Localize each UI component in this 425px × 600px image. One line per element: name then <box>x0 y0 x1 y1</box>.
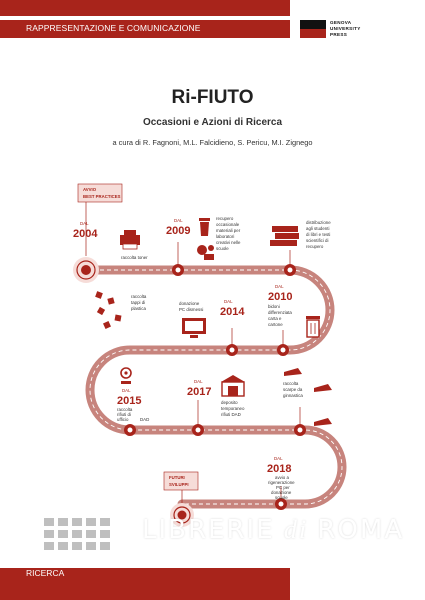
svg-text:DAL: DAL <box>80 221 89 226</box>
recycling-bin-icon <box>199 218 210 236</box>
milestone-text-2009-1: recupero <box>216 216 234 221</box>
svg-text:DAL: DAL <box>194 379 203 384</box>
milestone-text-2010-2: differenziata <box>268 310 292 315</box>
milestone-text-books-2: agli studenti <box>306 226 329 231</box>
milestone-text-2009-6: scuole <box>216 246 229 251</box>
year-2010: 2010 <box>268 291 292 303</box>
computer-icon <box>182 318 206 338</box>
collana-label: RICERCA <box>26 568 65 578</box>
year-2018: 2018 <box>267 463 291 475</box>
milestone-text-2017-1: deposito <box>221 400 238 405</box>
milestone-text-books-5: recupero <box>306 244 324 249</box>
start-tag: AVVIO BEST PRACTICES <box>77 183 123 256</box>
start-tag-line-2: BEST PRACTICES <box>83 194 121 199</box>
milestone-text-2010-4: cartone <box>268 322 283 327</box>
timeline-infographic: AVVIO BEST PRACTICES DAL 2004 raccolta t… <box>73 183 347 527</box>
watermark-word-2: di <box>283 515 309 544</box>
milestone-text-2014-2: PC dismessi <box>179 307 203 312</box>
year-2009: 2009 <box>166 225 190 237</box>
milestone-text-2015-4: DAD <box>140 417 149 422</box>
sneaker-icon <box>284 368 332 426</box>
watermark-word-3: ROMA <box>317 515 405 545</box>
top-color-band <box>0 0 290 16</box>
milestone-text-2009-4: laboratori <box>216 234 234 239</box>
book-editors: a cura di R. Fagnoni, M.L. Falcidieno, S… <box>112 138 313 147</box>
milestone-text-shoes-1: raccolta <box>283 381 299 386</box>
start-tag-line-1: AVVIO <box>83 187 97 192</box>
svg-text:DAL: DAL <box>174 218 183 223</box>
crafts-icon <box>197 245 214 260</box>
milestone-text-books-4: scientifici di <box>306 238 328 243</box>
book-title: Ri-FIUTO <box>171 87 254 108</box>
milestone-text-2017-2: temporaneo <box>221 406 245 411</box>
milestone-text-caps-2: tappi di <box>131 300 145 305</box>
waste-bin-icon <box>306 316 320 338</box>
svg-text:DAL: DAL <box>274 456 283 461</box>
year-2014: 2014 <box>220 306 245 318</box>
milestone-text-2018-5: scuole <box>275 495 288 500</box>
publisher-name: GENOVA UNIVERSITY PRESS <box>330 20 390 38</box>
end-tag-line-1: FUTURI <box>169 475 185 480</box>
milestone-text-2018-1: avvio a <box>275 475 289 480</box>
milestone-text-books-1: distribuzione <box>306 220 331 225</box>
svg-text:DAL: DAL <box>122 388 131 393</box>
bottom-color-band: RICERCA <box>0 568 290 600</box>
milestone-text-2015-3: ufficio <box>117 417 129 422</box>
milestone-text-2014-1: donazione <box>179 301 200 306</box>
milestone-text-2018-3: PC per <box>276 485 290 490</box>
milestone-text-2009-2: occasionale <box>216 222 240 227</box>
series-band: RAPPRESENTAZIONE E COMUNICAZIONE <box>0 20 290 38</box>
watermark-word-1: LIBRERIE <box>142 515 275 545</box>
warehouse-icon <box>221 375 245 397</box>
milestone-text-caps-1: raccolta <box>131 294 147 299</box>
milestone-text-2009-5: creativi nelle <box>216 240 241 245</box>
typewriter-icon <box>34 488 126 562</box>
milestone-2014: donazione PC dismessi DAL 2014 <box>179 299 245 356</box>
milestone-text-shoes-3: ginnastica <box>283 393 303 398</box>
milestone-text-2010-3: carta e <box>268 316 282 321</box>
milestone-text-2015-2: rifiuti di <box>117 412 131 417</box>
svg-text:DAL: DAL <box>224 299 233 304</box>
publisher-line-1: GENOVA <box>330 20 352 25</box>
book-subtitle: Occasioni e Azioni di Ricerca <box>142 117 283 128</box>
milestone-2015: DAL 2015 raccolta rifiuti di ufficio DAD <box>117 367 149 436</box>
end-marker: FUTURI SVILUPPI <box>163 471 199 527</box>
year-2004: 2004 <box>73 228 98 240</box>
year-2015: 2015 <box>117 395 141 407</box>
milestone-text-shoes-2: scarpe da <box>283 387 303 392</box>
milestone-2004: DAL 2004 raccolta toner <box>73 221 148 283</box>
publisher-line-3: PRESS <box>330 32 348 37</box>
svg-text:DAL: DAL <box>275 284 284 289</box>
timeline-road <box>81 265 347 509</box>
publisher-line-2: UNIVERSITY <box>330 26 361 31</box>
publisher-mark-icon <box>300 20 326 38</box>
milestone-text-caps-3: plastica <box>131 306 146 311</box>
year-2017: 2017 <box>187 386 211 398</box>
milestone-2017: DAL 2017 deposito temporaneo rifiuti DAD <box>187 375 245 436</box>
books-icon <box>270 226 299 246</box>
milestone-text-2010-1: bidoni <box>268 304 280 309</box>
milestone-text-2015-1: raccolta <box>117 407 133 412</box>
milestone-2009: DAL 2009 recupero occasionale materiali … <box>166 216 241 276</box>
bottle-caps-icon <box>95 291 122 329</box>
milestone-books: distribuzione agli studenti di libri e t… <box>270 220 331 276</box>
printer-icon <box>120 230 140 250</box>
milestone-text-2018-4: donazione <box>271 490 292 495</box>
series-label: RAPPRESENTAZIONE E COMUNICAZIONE <box>26 23 201 33</box>
milestone-text-2009-3: materiali per <box>216 228 241 233</box>
milestone-2010: DAL 2010 bidoni differenziata carta e ca… <box>268 284 320 356</box>
milestone-shoes: raccolta scarpe da ginnastica <box>283 368 332 436</box>
location-pin-icon <box>120 367 132 384</box>
milestone-text-2017-3: rifiuti DAD <box>221 412 241 417</box>
bookstore-watermark: LIBRERIE di ROMA <box>30 488 410 566</box>
publisher-logo: GENOVA UNIVERSITY PRESS <box>300 16 390 42</box>
milestone-text-books-3: di libri e testi <box>306 232 330 237</box>
milestone-text-2004: raccolta toner <box>121 255 148 260</box>
milestone-caps: raccolta tappi di plastica <box>95 291 147 329</box>
end-tag-line-2: SVILUPPI <box>169 482 189 487</box>
milestone-2018: DAL 2018 avvio a rigenerazione PC per do… <box>267 456 295 510</box>
watermark-text: LIBRERIE di ROMA <box>142 514 404 545</box>
milestone-text-2018-2: rigenerazione <box>268 480 295 485</box>
